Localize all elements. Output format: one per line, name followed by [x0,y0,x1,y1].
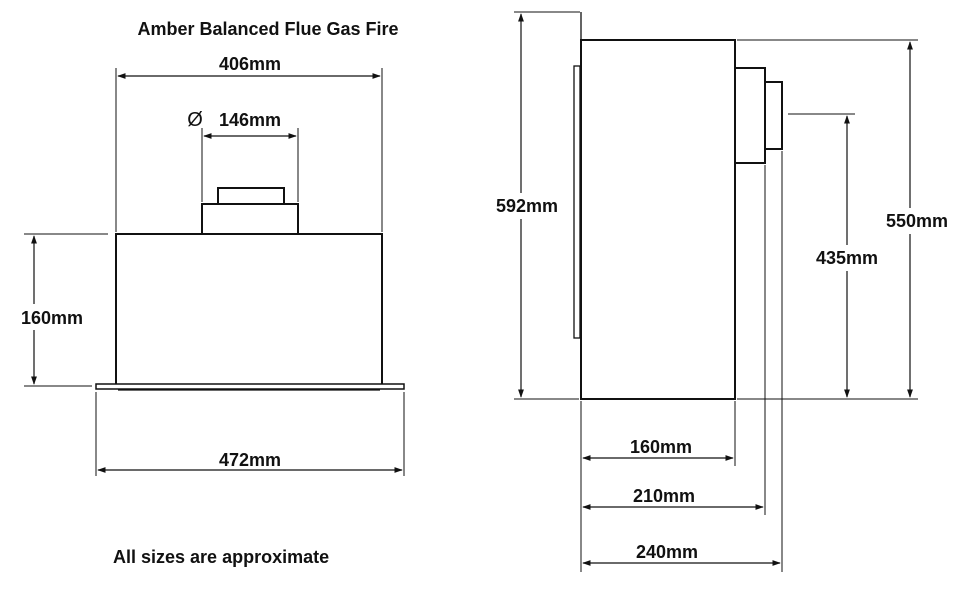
front-view: 406mm Ø 146mm 160mm 472mm [12,54,405,476]
label-bg-592 [486,193,568,219]
label-width-top: 406mm [219,54,281,74]
label-depth-total: 240mm [636,542,698,562]
label-bg-550 [878,208,958,234]
side-flue-pipe [764,81,783,150]
footnote: All sizes are approximate [113,547,329,567]
drawing-title: Amber Balanced Flue Gas Fire [137,19,398,39]
side-flue-collar [734,67,766,164]
label-bg-435 [806,245,888,271]
front-body [115,233,383,387]
label-flue-diameter: 146mm [219,110,281,130]
label-depth-body: 160mm [630,437,692,457]
front-flue-collar [201,203,299,235]
label-depth-flue-step: 210mm [633,486,695,506]
label-body-height: 550mm [886,211,948,231]
front-base-plate [95,383,405,390]
side-front-plate [573,65,581,339]
label-total-height: 592mm [496,196,558,216]
front-flue-pipe [217,187,285,205]
side-body [580,39,736,400]
label-width-base: 472mm [219,450,281,470]
side-view: 592mm 550mm 435mm 160mm 210mm 240mm [486,11,958,572]
label-bg-160h [12,304,92,330]
diameter-icon: Ø [187,109,203,131]
label-height-to-flue: 435mm [816,248,878,268]
label-front-height: 160mm [21,308,83,328]
